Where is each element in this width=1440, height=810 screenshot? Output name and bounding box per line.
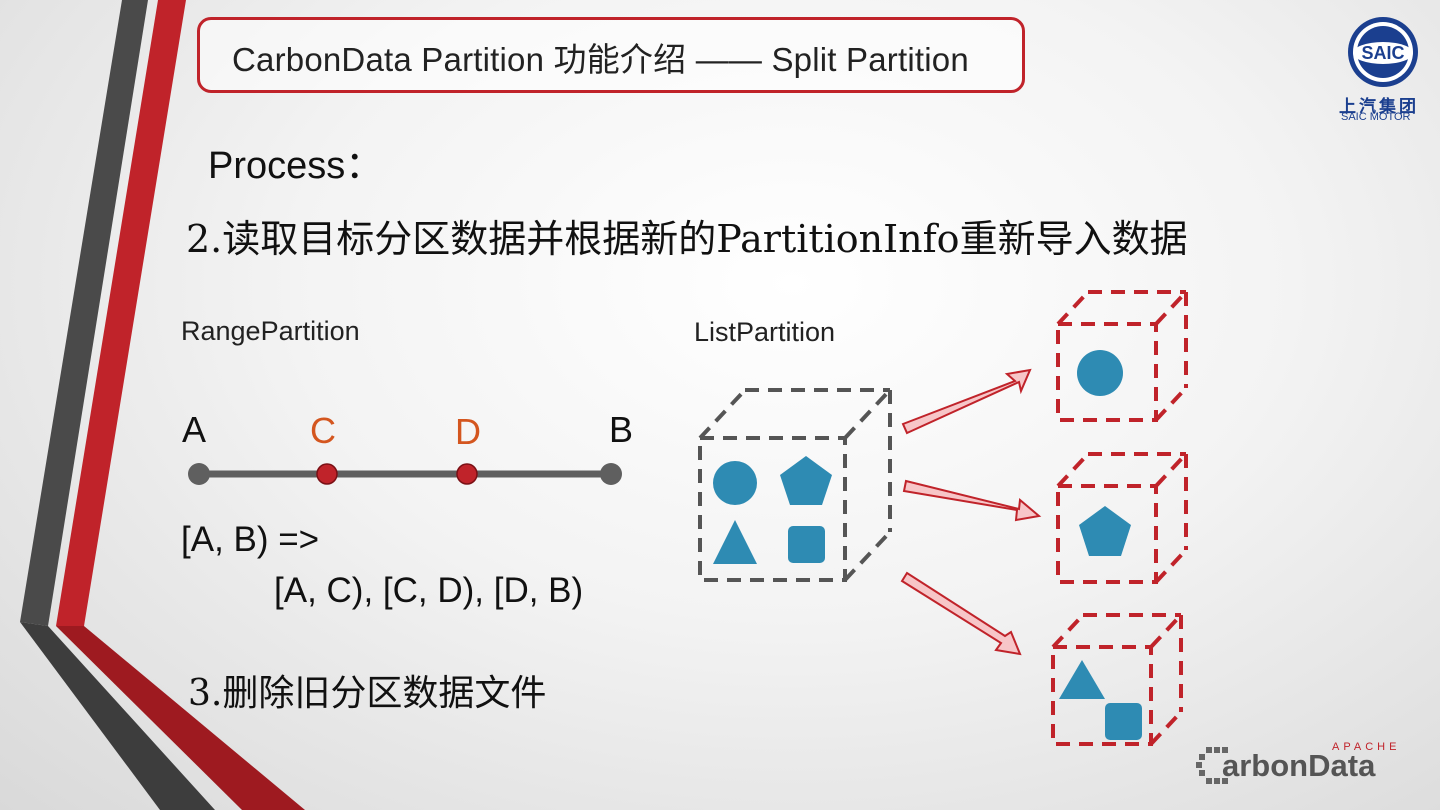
arrow-to-target-3 (900, 571, 1022, 656)
saic-logo: SAIC (1348, 17, 1418, 87)
point-label-a: A (182, 409, 207, 450)
range-before: [A, B) => (181, 520, 320, 559)
point-label-c: C (310, 410, 336, 451)
source-triangle (713, 520, 757, 564)
target-square (1105, 703, 1142, 740)
target-pentagon (1079, 506, 1131, 556)
saic-chinese-name: 上汽集团 (1339, 97, 1419, 117)
point-label-b: B (609, 409, 634, 450)
list-partition-diagram (698, 290, 1188, 746)
dark-stripe (20, 0, 148, 626)
point-d-marker (456, 463, 478, 485)
point-b-marker (600, 463, 622, 485)
list-partition-label: ListPartition (694, 317, 836, 347)
carbondata-c-icon (1196, 747, 1228, 784)
point-label-d: D (455, 411, 481, 452)
range-partition-label: RangePartition (181, 316, 360, 346)
carbondata-wordmark: arbonData (1222, 748, 1376, 783)
red-stripe (56, 0, 186, 626)
slide-title: CarbonData Partition 功能介绍 —— Split Parti… (232, 41, 969, 78)
point-a-marker (188, 463, 210, 485)
arrow-to-target-2 (902, 479, 1042, 522)
arrow-to-target-1 (901, 368, 1032, 435)
target-cube-1 (1056, 290, 1188, 422)
process-heading: Process： (208, 145, 384, 187)
point-c-marker (316, 463, 338, 485)
step-2-text: 2.读取目标分区数据并根据新的PartitionInfo重新导入数据 (186, 217, 1188, 261)
target-circle (1077, 350, 1123, 396)
source-cube (698, 388, 892, 582)
target-cube-3 (1051, 613, 1183, 746)
dark-stripe-bottom (20, 622, 215, 810)
saic-badge-text: SAIC (1361, 43, 1404, 63)
source-circle (713, 461, 757, 505)
range-line-diagram (188, 463, 622, 485)
source-square (788, 526, 825, 563)
title-box (197, 17, 1025, 93)
step-3-text: 3.删除旧分区数据文件 (188, 673, 547, 714)
saic-english-name: SAIC MOTOR (1341, 111, 1411, 123)
red-stripe-bottom (56, 626, 305, 810)
target-cube-2 (1056, 452, 1188, 584)
target-triangle (1059, 660, 1105, 699)
range-after: [A, C), [C, D), [D, B) (274, 571, 584, 610)
carbondata-apache-label: APACHE (1332, 741, 1401, 753)
source-pentagon (780, 456, 832, 505)
